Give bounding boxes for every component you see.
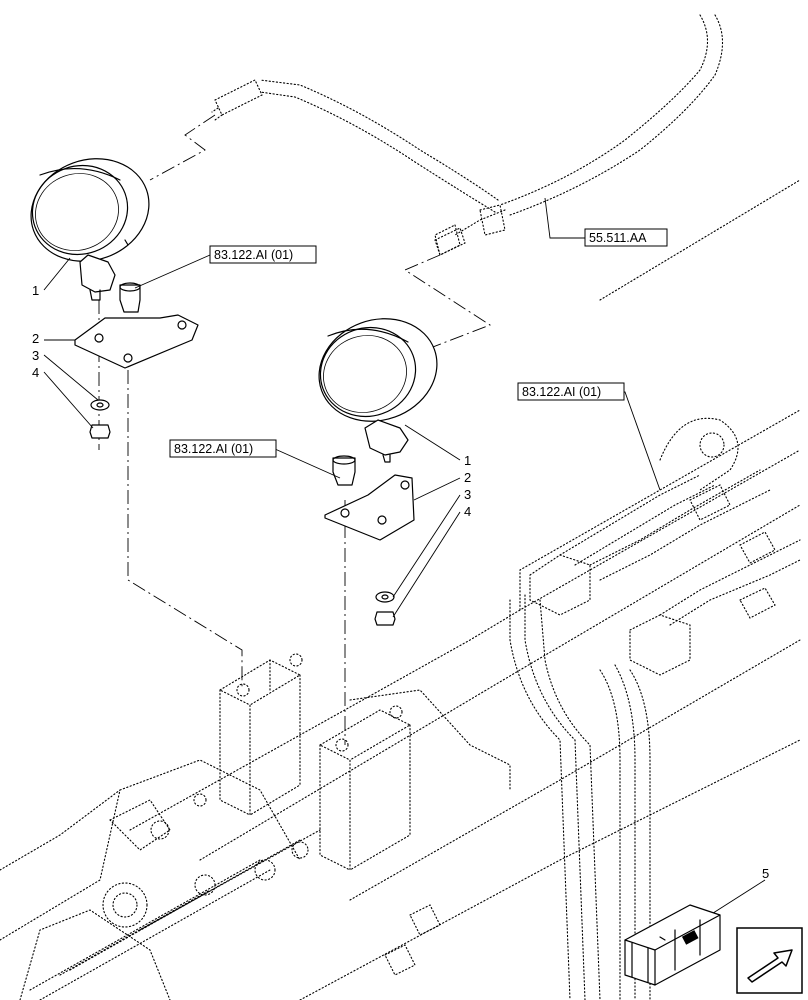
- assembly-centerlines: [98, 114, 491, 745]
- callout-washer-right: 3: [464, 487, 471, 502]
- svg-text:83.122.AI (01): 83.122.AI (01): [522, 385, 601, 399]
- ref-hydraulics[interactable]: 83.122.AI (01): [517, 382, 625, 401]
- ref-harness[interactable]: 55.511.AA: [584, 228, 668, 247]
- lamp-left-assembly: [30, 158, 199, 439]
- svg-text:55.511.AA: 55.511.AA: [589, 231, 647, 245]
- callout-washer-left: 3: [32, 348, 39, 363]
- ref-bolt-left[interactable]: 83.122.AI (01): [209, 245, 317, 264]
- callout-bracket-left: 2: [32, 331, 39, 346]
- wire-harness: [211, 14, 723, 256]
- callout-bracket-right: 2: [464, 470, 471, 485]
- lamp-right-assembly: [318, 318, 438, 626]
- svg-text:83.122.AI (01): 83.122.AI (01): [174, 442, 253, 456]
- next-page-arrow-icon[interactable]: [736, 927, 803, 994]
- svg-text:83.122.AI (01): 83.122.AI (01): [214, 248, 293, 262]
- ref-bolt-right[interactable]: 83.122.AI (01): [169, 439, 277, 458]
- frame-structure: [0, 179, 801, 1000]
- reference-boxes: 83.122.AI (01) 83.122.AI (01) 55.511.AA …: [169, 228, 668, 458]
- callout-lamp-left: 1: [32, 283, 39, 298]
- leader-lines: [43, 197, 766, 916]
- callout-lamp-right: 1: [464, 453, 471, 468]
- callout-nut-right: 4: [464, 504, 471, 519]
- callout-nut-left: 4: [32, 365, 39, 380]
- callout-kit: 5: [762, 866, 769, 881]
- wooden-crate-icon: [624, 904, 721, 986]
- hydraulic-hoses: [509, 417, 801, 1000]
- callout-numbers: 1 2 3 4 1 2 3 4 5: [32, 283, 769, 881]
